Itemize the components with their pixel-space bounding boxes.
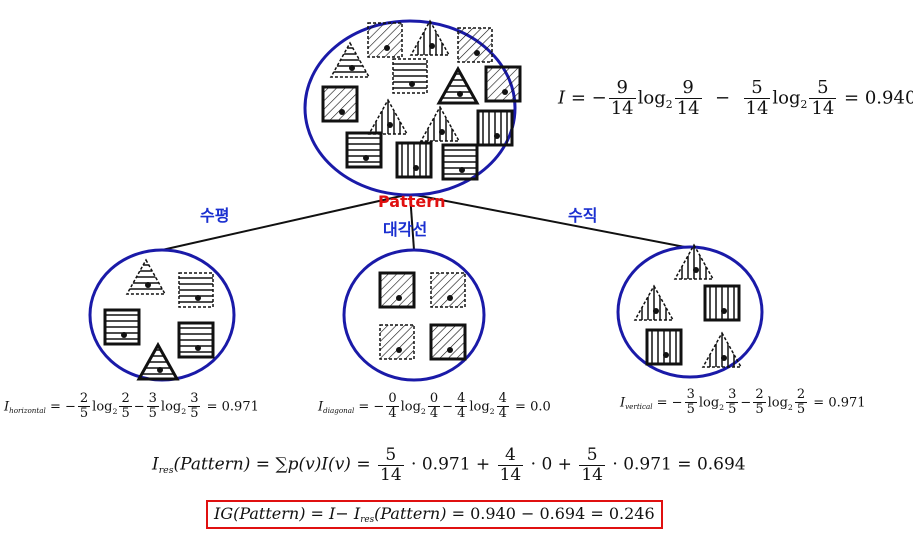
triangle-horizontal-dashed-icon (329, 41, 371, 78)
root-node-circle (303, 19, 517, 197)
edge-middle (409, 193, 415, 251)
triangle-horizontal-solid-icon (436, 65, 480, 105)
square-horizontal-dashed-icon (178, 272, 214, 308)
square-diagonal-solid-icon (429, 323, 467, 361)
square-horizontal-solid-icon (103, 308, 141, 346)
triangle-horizontal-solid-icon (136, 341, 180, 381)
square-diagonal-dashed-icon (457, 27, 493, 63)
square-diagonal-dashed-icon (430, 272, 466, 308)
square-diagonal-solid-icon (321, 85, 359, 123)
vertical-node-circle (616, 245, 764, 379)
square-vertical-solid-icon (645, 328, 683, 366)
root-pattern-label: Pattern (378, 192, 446, 211)
square-vertical-solid-icon (703, 284, 741, 322)
tree-edges (161, 193, 691, 251)
square-horizontal-dashed-icon (392, 58, 428, 94)
branch-label-horizontal: 수평 (200, 206, 230, 225)
square-vertical-solid-icon (395, 141, 433, 179)
branch-label-vertical: 수직 (568, 206, 598, 225)
square-horizontal-solid-icon (441, 143, 479, 181)
edge-right (409, 193, 691, 249)
square-diagonal-solid-icon (378, 271, 416, 309)
square-vertical-solid-icon (476, 109, 514, 147)
square-diagonal-solid-icon (484, 65, 522, 103)
equation-information-gain: IG(Pattern) = I− Ires(Pattern) = 0.940 −… (206, 500, 663, 530)
edge-left (161, 193, 411, 251)
square-horizontal-solid-icon (345, 131, 383, 169)
square-diagonal-dashed-icon (367, 22, 403, 58)
square-horizontal-solid-icon (177, 321, 215, 359)
triangle-horizontal-dashed-icon (125, 258, 167, 295)
branch-label-diagonal: 대각선 (383, 220, 428, 239)
square-diagonal-dashed-icon (379, 324, 415, 360)
